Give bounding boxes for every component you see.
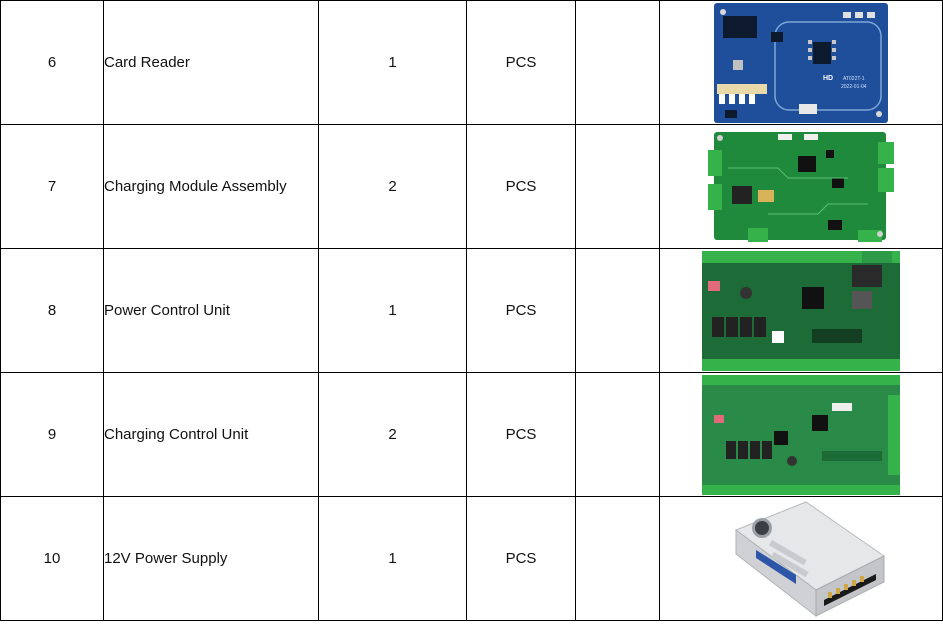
table-row: 9 Charging Control Unit 2 PCS [0,372,943,497]
item-name: Power Control Unit [103,248,319,373]
item-photo-cell [659,124,943,249]
table-row: 6 Card Reader 1 PCS [0,0,943,125]
item-quantity: 1 [318,0,467,125]
table-row: 7 Charging Module Assembly 2 PCS [0,124,943,249]
item-number: 7 [0,124,104,249]
item-unit: PCS [466,124,576,249]
spacer-cell [575,124,660,249]
item-unit: PCS [466,496,576,621]
item-quantity: 2 [318,372,467,497]
spacer-cell [575,0,660,125]
item-number: 6 [0,0,104,125]
spacer-cell [575,372,660,497]
item-unit: PCS [466,248,576,373]
item-photo-cell [659,496,943,621]
item-unit: PCS [466,372,576,497]
item-quantity: 1 [318,248,467,373]
board-silkscreen-date: 2022-01-04 [841,84,867,90]
spacer-cell [575,496,660,621]
board-logo-text: HD [823,75,833,82]
item-name: Card Reader [103,0,319,125]
table-row: 8 Power Control Unit 1 PCS [0,248,943,373]
spacer-cell [575,248,660,373]
charging-module-board-image [708,128,894,246]
item-photo-cell [659,372,943,497]
power-control-board-image [702,250,900,371]
item-name: 12V Power Supply [103,496,319,621]
item-name: Charging Module Assembly [103,124,319,249]
charging-control-board-image [702,374,900,495]
item-quantity: 1 [318,496,467,621]
item-unit: PCS [466,0,576,125]
item-number: 10 [0,496,104,621]
item-photo-cell: AT022T-1 2022-01-04 HD [659,0,943,125]
item-name: Charging Control Unit [103,372,319,497]
item-number: 9 [0,372,104,497]
item-quantity: 2 [318,124,467,249]
item-number: 8 [0,248,104,373]
item-photo-cell [659,248,943,373]
power-supply-unit-image [716,500,886,618]
board-silkscreen-text: AT022T-1 [843,76,865,82]
card-reader-board-image: AT022T-1 2022-01-04 HD [713,2,889,124]
table-row: 10 12V Power Supply 1 PCS [0,496,943,621]
